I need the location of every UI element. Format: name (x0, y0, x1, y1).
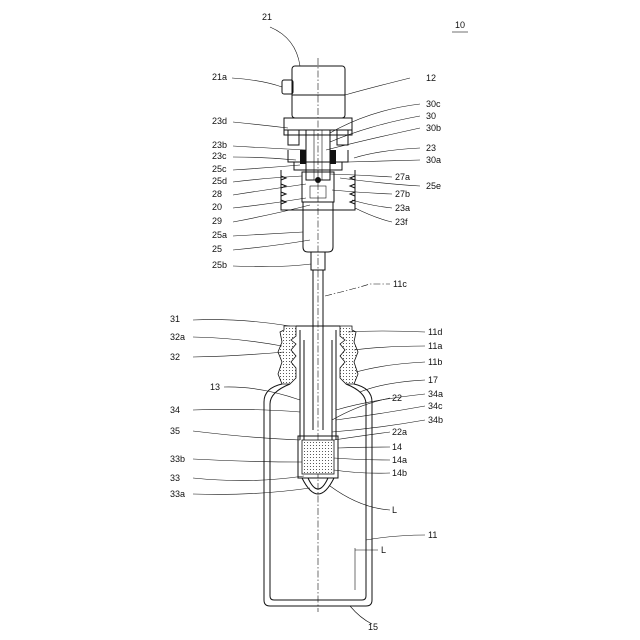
label-27b: 27b (395, 189, 410, 199)
label-11: 11 (428, 530, 437, 540)
label-27a: 27a (395, 172, 410, 182)
actuator-head (292, 66, 345, 118)
label-12: 12 (426, 73, 436, 83)
label-21: 21 (262, 12, 272, 22)
label-22: 22 (392, 393, 402, 403)
label-34c: 34c (428, 401, 443, 411)
label-33b: 33b (170, 454, 185, 464)
label-23c: 23c (212, 151, 227, 161)
label-34a: 34a (428, 389, 443, 399)
label-11c: 11c (393, 279, 407, 289)
label-30: 30 (426, 111, 436, 121)
label-22a: 22a (392, 427, 407, 437)
label-23f: 23f (395, 217, 408, 227)
label-20: 20 (212, 202, 222, 212)
label-11a: 11a (428, 341, 442, 351)
label-32a: 32a (170, 332, 185, 342)
label-34: 34 (170, 405, 180, 415)
label-15: 15 (368, 622, 378, 632)
label-14a: 14a (392, 455, 407, 465)
label-L-2: L (381, 545, 386, 555)
figure-number: 10 (455, 20, 465, 30)
label-14: 14 (392, 442, 402, 452)
label-33: 33 (170, 473, 180, 483)
label-31: 31 (170, 314, 180, 324)
label-32: 32 (170, 352, 180, 362)
label-17: 17 (428, 375, 438, 385)
label-14b: 14b (392, 468, 407, 478)
label-25a: 25a (212, 230, 227, 240)
label-28: 28 (212, 189, 222, 199)
label-25: 25 (212, 244, 222, 254)
label-25d: 25d (212, 176, 227, 186)
label-29: 29 (212, 216, 222, 226)
label-33a: 33a (170, 489, 185, 499)
label-23a: 23a (395, 203, 410, 213)
label-23: 23 (426, 143, 436, 153)
label-35: 35 (170, 426, 180, 436)
label-13: 13 (210, 382, 220, 392)
label-21a: 21a (212, 72, 227, 82)
label-25b: 25b (212, 260, 227, 270)
label-30c: 30c (426, 99, 441, 109)
label-L-1: L (392, 505, 397, 515)
label-23d: 23d (212, 116, 227, 126)
label-30b: 30b (426, 123, 441, 133)
label-23b: 23b (212, 140, 227, 150)
reference-numerals: 21 21a 12 30c 30 23d 30b 23b 23 23c 30a … (170, 12, 443, 632)
nozzle-21a (282, 80, 293, 94)
label-11b: 11b (428, 357, 442, 367)
label-34b: 34b (428, 415, 443, 425)
label-25e: 25e (426, 181, 441, 191)
label-11d: 11d (428, 327, 442, 337)
label-30a: 30a (426, 155, 441, 165)
label-25c: 25c (212, 164, 227, 174)
